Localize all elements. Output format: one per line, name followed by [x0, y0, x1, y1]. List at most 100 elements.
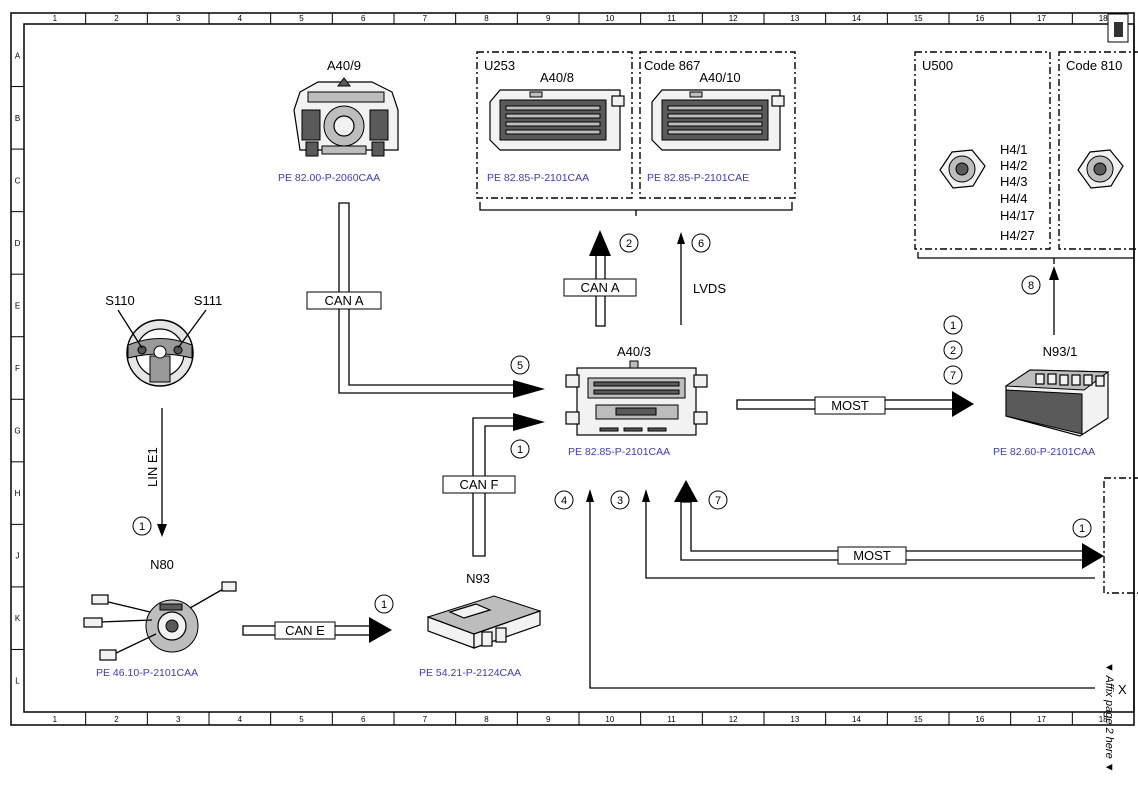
grid-col-top-13: 13 [790, 14, 799, 23]
grid-row-E: E [15, 301, 20, 310]
grid-col-top-17: 17 [1037, 14, 1046, 23]
grid-col-top-18: 18 [1099, 14, 1108, 23]
component-steering-wheel-switches[interactable]: S110 S111 [105, 293, 222, 387]
n93-1-illustration [1004, 369, 1110, 437]
grid-row-L: L [15, 677, 20, 686]
grid-col-top-8: 8 [484, 14, 489, 23]
n93-reference-link[interactable]: PE 54.21-P-2124CAA [419, 667, 521, 679]
grid-col-bottom-9: 9 [546, 715, 551, 724]
grid-row-G: G [14, 427, 20, 436]
n93-illustration [426, 595, 542, 649]
n80-ref[interactable]: PE 46.10-P-2101CAA [96, 667, 198, 679]
u500-speaker-icon [939, 149, 986, 189]
grid-col-bottom-1: 1 [53, 715, 58, 724]
grid-col-bottom-13: 13 [790, 715, 799, 724]
grid-col-bottom-3: 3 [176, 715, 181, 724]
svg-text:3: 3 [617, 495, 623, 507]
marker-can-a-up[interactable]: 2 [619, 233, 639, 253]
bus-label-lin-e1[interactable]: LIN E1 [145, 447, 160, 487]
bus-label-lvds[interactable]: LVDS [693, 281, 726, 296]
code-810-label: Code 810 [1066, 58, 1122, 73]
marker-in-4[interactable]: 4 [554, 490, 574, 510]
bus-label-can-f[interactable]: CAN F [442, 475, 516, 494]
grid-col-top-11: 11 [667, 14, 676, 23]
bus-label-can-a-left[interactable]: CAN A [306, 291, 382, 310]
marker-can-e[interactable]: 1 [374, 594, 394, 614]
svg-text:7: 7 [715, 495, 721, 507]
group-code-867: Code 867 A40/10 PE 82.85-P-2101CAE [639, 51, 796, 199]
svg-text:CAN A: CAN A [580, 280, 619, 295]
marker-n93-1-b[interactable]: 2 [943, 340, 963, 360]
grid-col-top-10: 10 [605, 14, 614, 23]
u253-dashed-boundary [476, 51, 633, 199]
a40-3-illustration [565, 360, 708, 436]
a40-9-label: A40/9 [327, 58, 361, 73]
marker-most-bottom[interactable]: 1 [1072, 518, 1092, 538]
svg-text:LVDS: LVDS [693, 281, 726, 296]
marker-speakers[interactable]: 8 [1021, 275, 1041, 295]
a40-3-reference-link[interactable]: PE 82.85-P-2101CAA [568, 446, 670, 458]
bus-label-most-right[interactable]: MOST [814, 396, 886, 415]
clipped-module-right: X [1103, 477, 1138, 697]
n93-ref[interactable]: PE 54.21-P-2124CAA [419, 667, 521, 679]
svg-text:1: 1 [381, 599, 387, 611]
group-code-810: Code 810 [1058, 51, 1138, 250]
marker-n93-1-a[interactable]: 1 [943, 315, 963, 335]
n80-reference-link[interactable]: PE 46.10-P-2101CAA [96, 667, 198, 679]
a40-10-label: A40/10 [699, 70, 740, 85]
svg-text:5: 5 [517, 360, 523, 372]
a40-8-reference-link[interactable]: PE 82.85-P-2101CAA [487, 172, 589, 184]
grid-col-bottom-18: 18 [1099, 715, 1108, 724]
n80-illustration [83, 581, 237, 661]
document-icon[interactable] [1107, 13, 1129, 43]
grid-col-top-14: 14 [852, 14, 861, 23]
a40-9-ref[interactable]: PE 82.00-P-2060CAA [278, 172, 380, 184]
svg-text:1: 1 [517, 444, 523, 456]
svg-text:CAN E: CAN E [285, 623, 325, 638]
n93-1-ref[interactable]: PE 82.60-P-2101CAA [993, 446, 1095, 458]
n93-1-reference-link[interactable]: PE 82.60-P-2101CAA [993, 446, 1095, 458]
component-n93[interactable]: N93 PE 54.21-P-2124CAA [419, 571, 542, 679]
component-a40-3[interactable]: A40/3 PE 82.85-P-2101CAA [565, 344, 708, 458]
a40-3-ref[interactable]: PE 82.85-P-2101CAA [568, 446, 670, 458]
a40-8-illustration [489, 89, 625, 151]
grid-col-bottom-8: 8 [484, 715, 489, 724]
a40-9-reference-link[interactable]: PE 82.00-P-2060CAA [278, 172, 380, 184]
marker-lvds[interactable]: 6 [691, 233, 711, 253]
bus-label-most-bottom[interactable]: MOST [837, 546, 907, 565]
bus-label-can-a-top[interactable]: CAN A [563, 278, 637, 297]
grid-col-bottom-10: 10 [605, 715, 614, 724]
component-a40-9[interactable]: A40/9 PE 82.00-P-2060CAA [278, 58, 399, 184]
component-n93-1[interactable]: N93/1 PE 82.60-P-2101CAA [993, 344, 1110, 458]
code-867-dashed-boundary [639, 51, 796, 199]
grid-col-top-4: 4 [238, 14, 243, 23]
u500-label: U500 [922, 58, 953, 73]
grid-col-top-16: 16 [975, 14, 984, 23]
grid-col-top-9: 9 [546, 14, 551, 23]
marker-a40-3-top[interactable]: 5 [510, 355, 530, 375]
a40-8-ref[interactable]: PE 82.85-P-2101CAA [487, 172, 589, 184]
code-810-dashed-boundary [1058, 51, 1138, 250]
speaker-h4-1: H4/1 [1000, 142, 1027, 157]
a40-10-ref[interactable]: PE 82.85-P-2101CAE [647, 172, 749, 184]
a40-10-reference-link[interactable]: PE 82.85-P-2101CAE [647, 172, 749, 184]
speaker-h4-4: H4/4 [1000, 191, 1027, 206]
grid-col-top-5: 5 [299, 14, 304, 23]
grid-row-H: H [15, 489, 21, 498]
marker-in-3[interactable]: 3 [610, 490, 630, 510]
grid-row-B: B [15, 114, 20, 123]
component-n80[interactable]: N80 PE 46.10-P-2101CAA [83, 557, 237, 679]
marker-n93-1-c[interactable]: 7 [943, 365, 963, 385]
grid-col-bottom-16: 16 [975, 715, 984, 724]
marker-in-7[interactable]: 7 [708, 490, 728, 510]
affix-note: ▼ Affix page 2 here ▼ [1103, 662, 1115, 773]
bus-label-can-e[interactable]: CAN E [274, 621, 336, 640]
svg-text:8: 8 [1028, 280, 1034, 292]
marker-lin[interactable]: 1 [132, 516, 152, 536]
grid-col-bottom-5: 5 [299, 715, 304, 724]
grid-col-top-2: 2 [114, 14, 119, 23]
svg-text:4: 4 [561, 495, 567, 507]
speaker-groups-brace [917, 252, 1134, 264]
marker-a40-3-bottom[interactable]: 1 [510, 439, 530, 459]
